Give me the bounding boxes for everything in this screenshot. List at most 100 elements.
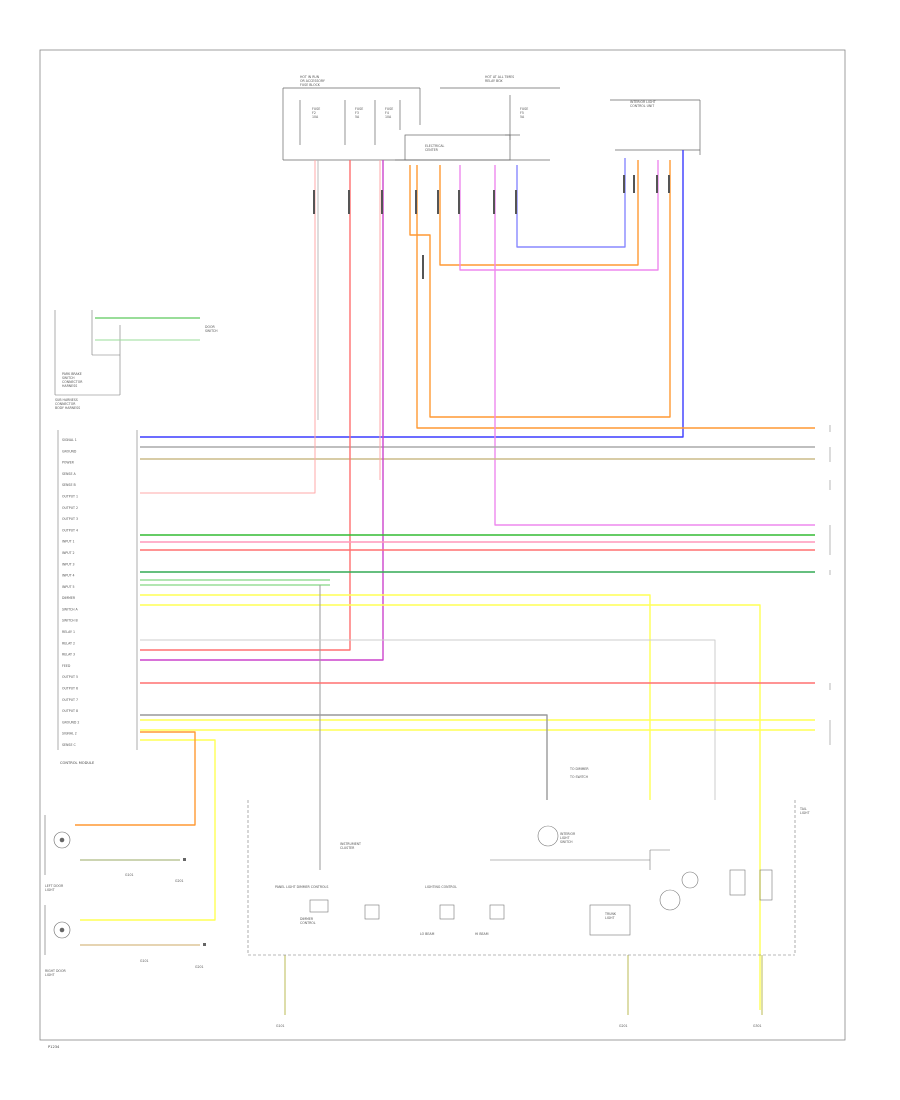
wire-pink-1 [459,160,659,271]
bottom-component-symbols [309,825,773,936]
electrical-center-box [395,134,550,161]
left-mid-note-1: DOOR [205,325,215,329]
footer-code: P1234 [48,1045,60,1049]
module-pin-label: INPUT 2 [62,551,75,555]
left-light-label-2: LIGHT [45,888,55,892]
fuse-label: F2 [312,111,316,115]
module-pin-label: INPUT 1 [62,540,75,544]
top-left-fuse-box [282,87,421,161]
module-pin-label: GROUND [62,449,77,453]
wire-red-2 [140,160,316,494]
bottom-group-b-label: LIGHTING CONTROL [425,885,457,889]
wire-yellow-2 [140,604,761,690]
module-pin-label: OUTPUT 7 [62,698,78,702]
wire-gray-1 [140,714,548,800]
ground-symbols [183,858,206,946]
center-box-label-1: ELECTRICAL [425,144,445,148]
bottom-group-d-2: LIGHT [605,916,615,920]
fuse-label: 10A [312,115,319,119]
legend-2: TO SWITCH [569,775,589,779]
top-left-box-label-1: HOT IN RUN [300,75,320,79]
wire-orange-3 [439,160,639,266]
left-light-ground-1: G101 [125,873,134,877]
wire-orange-2 [416,165,815,429]
bottom-group-c-1: INTERIOR [560,832,576,836]
fuse-label: F3 [355,111,359,115]
interior-light-control-box [610,99,701,155]
top-mid-box-label-2: RELAY BOX [485,79,503,83]
left-box-label-3: CONNECTOR [62,380,83,384]
center-bottom-label-1: INSTRUMENT [340,842,361,846]
module-pin-label: OUTPUT 3 [62,517,78,521]
control-module-label: CONTROL MODULE [60,761,95,765]
top-mid-box-label-1: HOT AT ALL TIMES [485,75,514,79]
fuse-label: FUSE [520,107,528,111]
wire-yellow-5 [80,739,216,921]
ground-label-2: G201 [619,1024,628,1028]
wire-red-1 [140,160,351,651]
left-box-label-4: HARNESS [62,384,77,388]
wire-lightblue [516,158,626,248]
module-pin-label: OUTPUT 8 [62,709,78,713]
control-module-bracket [57,430,138,750]
legend-1: TO DIMMER [569,767,589,771]
left-door-light [44,815,71,875]
center-bottom-label-2: CLUSTER [340,846,355,850]
module-pin-label: SWITCH A [62,607,79,611]
module-pin-label: GROUND 2 [62,720,79,724]
module-pin-label: SENSE B [62,483,76,487]
wire-yellow-1 [140,594,651,800]
ground-label-3: G301 [753,1024,762,1028]
bottom-mid-item-2: HI BEAM [475,932,489,936]
left-box-caption-3: BODY HARNESS [55,406,80,410]
right-light-ground-2: G201 [195,965,204,969]
left-mid-note-2: SWITCH [205,329,218,333]
left-box-label-2: SWITCH [62,376,75,380]
wire-pink-2 [494,165,815,526]
diagram-border [39,49,846,1041]
right-label-2: LIGHT [800,811,810,815]
module-pin-label: OUTPUT 1 [62,494,78,498]
module-pin-label: OUTPUT 4 [62,528,78,532]
left-box-caption-2: CONNECTOR [55,402,76,406]
wire-orange-rail [409,160,671,418]
top-left-box-label-2: OR ACCESSORY [300,79,325,83]
module-pin-label: SWITCH B [62,619,78,623]
right-door-light [44,905,71,955]
module-pin-label: POWER [62,461,75,465]
module-pin-label: OUTPUT 6 [62,687,78,691]
module-pin-label: RELAY 2 [62,641,75,645]
module-pin-label: INPUT 4 [62,574,75,578]
fuse-label: FUSE [355,107,363,111]
left-box-caption-1: SUB HARNESS [55,398,78,402]
wire-blue [140,155,684,438]
fuse-label: 10A [385,115,392,119]
wire-magenta-1 [140,160,384,661]
bottom-module-box [247,800,796,956]
module-pin-label: SIGNAL 2 [62,732,77,736]
module-pin-label: FEED [62,664,71,668]
module-pin-label: SENSE A [62,472,76,476]
right-light-label-2: LIGHT [45,973,55,977]
bottom-group-a-label: PANEL LIGHT DIMMER CONTROLS [275,885,328,889]
right-light-label-1: RIGHT DOOR [45,969,66,973]
top-left-box-label-3: FUSE BLOCK [300,83,321,87]
module-pin-label: INPUT 5 [62,585,75,589]
module-pin-label: OUTPUT 5 [62,675,78,679]
fuse-label: FUSE [385,107,393,111]
left-light-ground-2: G201 [175,879,184,883]
ground-label-1: G101 [276,1024,285,1028]
right-box-label-1: INTERIOR LIGHT [630,100,656,104]
right-label-1: TAIL [799,807,807,811]
right-box-label-2: CONTROL UNIT [630,104,654,108]
bottom-left-item-2: CONTROL [300,921,316,925]
fuse-label: 5A [520,115,525,119]
bottom-left-item-1: DIMMER [300,917,314,921]
module-pin-labels: SIGNAL 1 GROUND POWER SENSE A SENSE B OUTPUT … [62,438,79,747]
module-pin-label: SENSE C [62,743,76,747]
module-pin-label: INPUT 3 [62,562,75,566]
park-brake-connector [54,310,121,396]
bottom-mid-item-1: LO BEAM [420,932,435,936]
module-pin-label: SIGNAL 1 [62,438,77,442]
